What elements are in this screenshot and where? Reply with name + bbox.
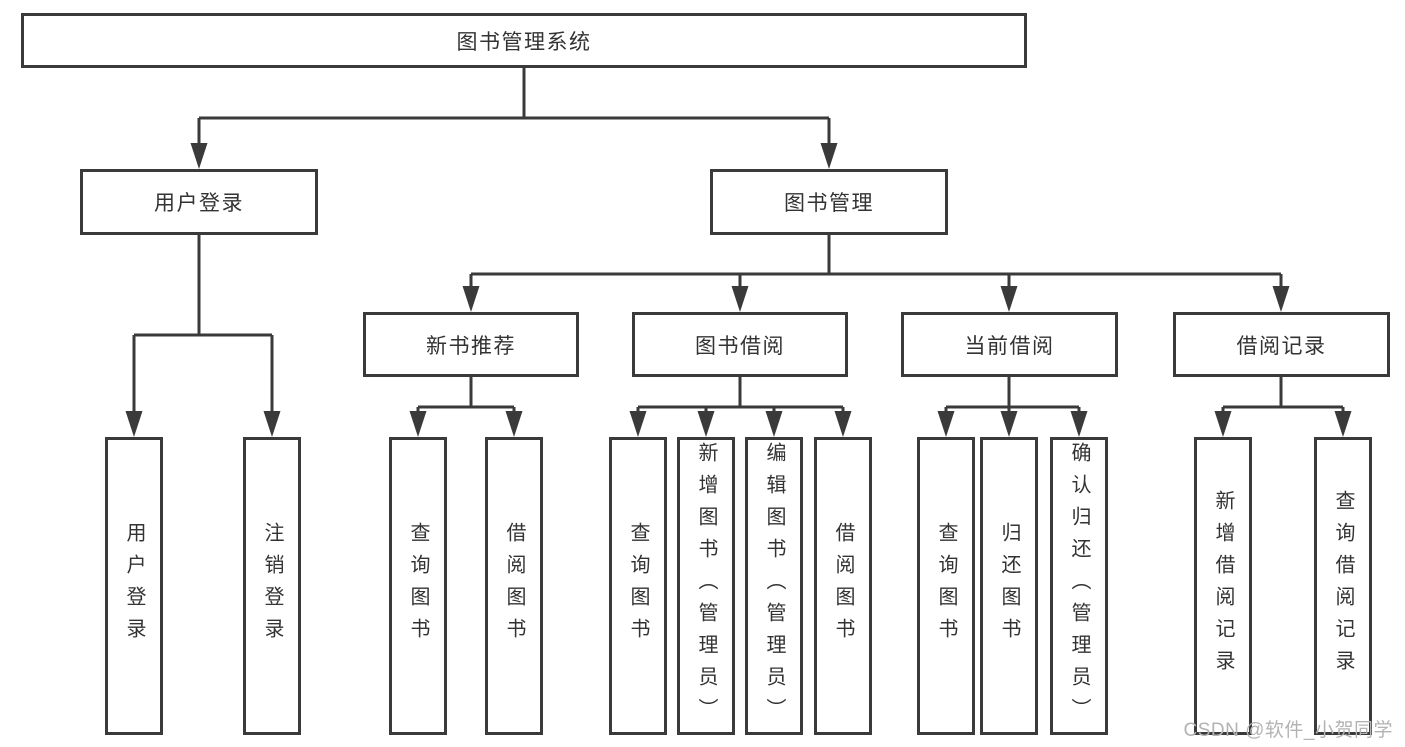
node-book-management-label: 图书管理 [784, 192, 874, 215]
leaf-query-books-recommend-label: 查询图书 [407, 522, 429, 650]
node-current-borrowing-label: 当前借阅 [964, 334, 1055, 358]
node-root-system: 图书管理系统 [21, 13, 1027, 68]
node-user-login: 用户登录 [80, 169, 318, 235]
node-book-borrowing: 图书借阅 [632, 312, 848, 377]
leaf-edit-book-admin: 编辑图书（管理员） [745, 437, 803, 735]
leaf-add-borrow-record: 新增借阅记录 [1194, 437, 1252, 735]
leaf-borrow-books-borrowing-label: 借阅图书 [832, 522, 854, 650]
leaf-add-borrow-record-label: 新增借阅记录 [1212, 490, 1234, 682]
node-new-book-recommend: 新书推荐 [363, 312, 579, 377]
leaf-borrow-books-recommend-label: 借阅图书 [503, 522, 525, 650]
leaf-confirm-return-admin-label: 确认归还（管理员） [1068, 442, 1090, 730]
csdn-watermark: CSDN @软件_小贺同学 [1183, 720, 1393, 741]
node-book-borrowing-label: 图书借阅 [695, 334, 785, 358]
edge-book-management-to-level3 [462, 235, 1290, 312]
leaf-query-borrow-record-label: 查询借阅记录 [1332, 490, 1354, 682]
leaf-query-books-borrowing: 查询图书 [609, 437, 667, 735]
node-root-system-label: 图书管理系统 [456, 30, 592, 54]
leaf-query-books-current-label: 查询图书 [935, 522, 957, 650]
edge-book-borrowing-to-leaves [629, 377, 852, 437]
leaf-logout-label: 注销登录 [261, 522, 283, 650]
leaf-add-book-admin: 新增图书（管理员） [677, 437, 735, 735]
leaf-borrow-books-recommend: 借阅图书 [485, 437, 543, 735]
edge-root-to-level2 [190, 68, 838, 169]
edge-borrowing-records-to-leaves [1214, 377, 1352, 437]
leaf-confirm-return-admin: 确认归还（管理员） [1050, 437, 1108, 735]
leaf-query-books-borrowing-label: 查询图书 [627, 522, 649, 650]
leaf-query-books-recommend: 查询图书 [389, 437, 447, 735]
leaf-user-login: 用户登录 [105, 437, 163, 735]
leaf-query-borrow-record: 查询借阅记录 [1314, 437, 1372, 735]
leaf-user-login-label: 用户登录 [123, 522, 145, 650]
edge-new-book-recommend-to-leaves [409, 377, 523, 437]
node-new-book-recommend-label: 新书推荐 [426, 334, 516, 358]
node-current-borrowing: 当前借阅 [901, 312, 1118, 377]
leaf-logout: 注销登录 [243, 437, 301, 735]
node-book-management: 图书管理 [710, 169, 948, 235]
edge-user-login-to-leaves [125, 235, 281, 437]
leaf-borrow-books-borrowing: 借阅图书 [814, 437, 872, 735]
leaf-return-book-label: 归还图书 [998, 522, 1020, 650]
node-user-login-label: 用户登录 [154, 192, 244, 215]
leaf-edit-book-admin-label: 编辑图书（管理员） [763, 442, 785, 730]
leaf-return-book: 归还图书 [980, 437, 1038, 735]
leaf-query-books-current: 查询图书 [917, 437, 975, 735]
node-borrowing-records: 借阅记录 [1173, 312, 1390, 377]
node-borrowing-records-label: 借阅记录 [1236, 334, 1327, 358]
edge-current-borrowing-to-leaves [937, 377, 1088, 437]
leaf-add-book-admin-label: 新增图书（管理员） [695, 442, 717, 730]
